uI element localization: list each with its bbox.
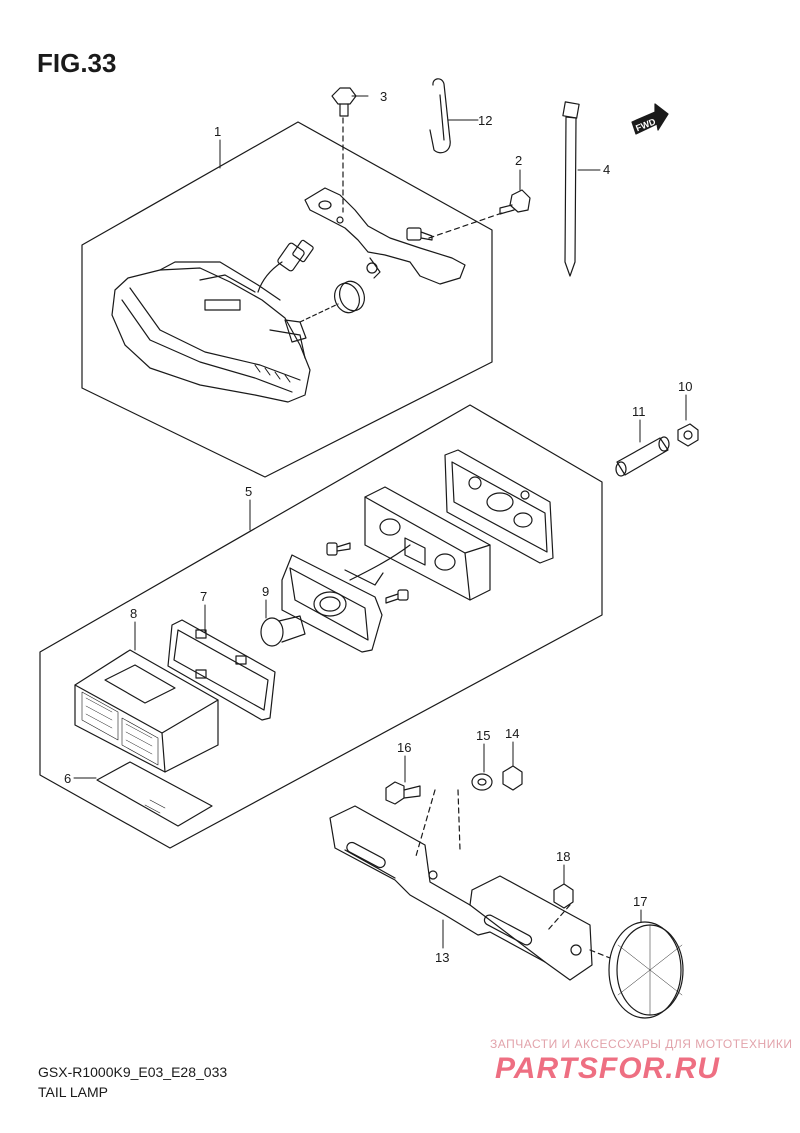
nut-part-14 (502, 765, 523, 791)
fwd-label: FWD (634, 116, 657, 133)
lamp-socket-base (281, 554, 384, 653)
reflector-bracket-part-13 (329, 805, 593, 981)
callout-15: 15 (476, 728, 490, 743)
callout-16: 16 (397, 740, 411, 755)
screw-part-2 (499, 189, 531, 215)
wiring-connector (257, 239, 314, 293)
lens-part-8 (74, 649, 219, 773)
mounting-bracket (304, 187, 466, 285)
callout-14: 14 (505, 726, 519, 741)
callout-13: 13 (435, 950, 449, 965)
bulb-socket (299, 280, 365, 323)
callout-6: 6 (64, 771, 71, 786)
lamp-gasket-rear (444, 449, 554, 564)
callout-2: 2 (515, 153, 522, 168)
lamp-body (364, 486, 491, 601)
watermark-brand: PARTSFOR.RU (495, 1052, 720, 1085)
tail-lamp-housing (111, 261, 311, 403)
forward-direction-arrow (631, 103, 669, 135)
collar-part-11 (615, 436, 670, 477)
callout-leaders (73, 95, 687, 949)
callout-12: 12 (478, 113, 492, 128)
model-code: GSX-R1000K9_E03_E28_033 (38, 1064, 228, 1080)
assembly-frame-5 (39, 404, 603, 849)
callout-1: 1 (214, 124, 221, 139)
bolt-part-16 (385, 781, 421, 805)
callout-numbers: 1 2 3 4 5 6 7 8 9 10 11 12 13 14 15 16 1… (64, 89, 692, 965)
callout-18: 18 (556, 849, 570, 864)
lens-cover-part-6 (96, 761, 213, 827)
callout-5: 5 (245, 484, 252, 499)
socket-screw-lower (385, 589, 409, 604)
watermark-tagline: ЗАПЧАСТИ И АКСЕССУАРЫ ДЛЯ МОТОТЕХНИКИ (490, 1037, 793, 1051)
callout-9: 9 (262, 584, 269, 599)
callout-17: 17 (633, 894, 647, 909)
bulb-part-9 (260, 615, 306, 647)
socket-screw-upper (326, 542, 351, 556)
washer-part-15 (471, 773, 493, 791)
figure-title: FIG.33 (37, 48, 117, 78)
cable-tie-part-4 (562, 101, 580, 277)
section-name: TAIL LAMP (38, 1084, 109, 1100)
callout-11: 11 (632, 404, 646, 419)
gasket-part-7 (167, 619, 276, 721)
callout-3: 3 (380, 89, 387, 104)
callout-10: 10 (678, 379, 692, 394)
callout-4: 4 (603, 162, 610, 177)
callout-8: 8 (130, 606, 137, 621)
nut-part-10 (677, 423, 699, 447)
assembly-frame-1 (81, 121, 493, 478)
reflector-part-17 (608, 921, 684, 1019)
callout-7: 7 (200, 589, 207, 604)
socket-wire (349, 544, 411, 581)
clip-part-12 (429, 78, 451, 154)
bracket-bolt (406, 227, 433, 241)
nut-part-18 (553, 883, 574, 909)
screw-part-3 (331, 87, 357, 117)
